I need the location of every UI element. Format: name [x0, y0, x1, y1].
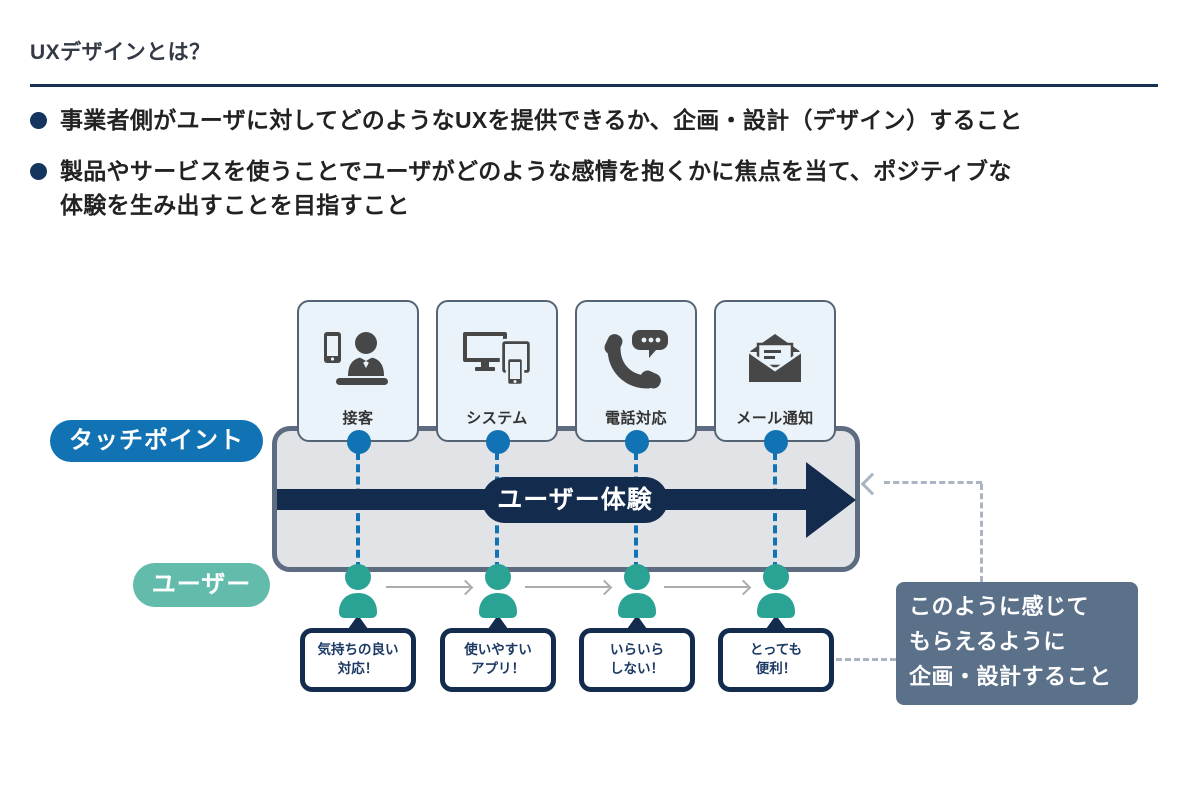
- dashed-connector-line: [773, 452, 777, 570]
- feeling-bubble-text: とっても 便利！: [723, 633, 829, 687]
- mail-icon: [739, 302, 811, 407]
- experience-arrow-head: [806, 462, 856, 538]
- feeling-bubble: とっても 便利！: [718, 615, 834, 692]
- dashed-connector-line: [356, 452, 360, 570]
- connector-dot: [625, 430, 649, 454]
- feeling-bubble: 使いやすい アプリ！: [440, 615, 556, 692]
- feeling-bubble-text: 気持ちの良い 対応！: [305, 633, 411, 687]
- connector-dot: [347, 430, 371, 454]
- title-underline: [30, 84, 1158, 87]
- user-pill-label: ユーザー: [133, 563, 270, 607]
- bullet-text: 事業者側がユーザに対してどのようなUXを提供できるか、企画・設計（デザイン）する…: [60, 107, 1023, 133]
- user-flow-arrow: [664, 586, 748, 588]
- connector-dot: [486, 430, 510, 454]
- touchpoint-card-mail: メール通知: [714, 300, 836, 442]
- user-person-icon: [752, 562, 800, 625]
- touchpoint-card-label: システム: [466, 410, 528, 427]
- touchpoint-pill-label: タッチポイント: [50, 420, 263, 462]
- touchpoint-card-system: システム: [436, 300, 558, 442]
- touchpoint-card-label: 電話対応: [604, 410, 667, 427]
- bullet-list: 事業者側がユーザに対してどのようなUXを提供できるか、企画・設計（デザイン）する…: [30, 103, 1175, 239]
- user-flow-arrow: [386, 586, 470, 588]
- bullet-item: 製品やサービスを使うことでユーザがどのような感情を抱くかに焦点を当て、ポジティブ…: [30, 154, 1175, 222]
- touchpoint-card-phone: 電話対応: [575, 300, 697, 442]
- user-person-icon: [613, 562, 661, 625]
- dashed-feedback-line: [980, 484, 983, 582]
- design-note-box: このように感じて もらえるように 企画・設計すること: [896, 582, 1138, 705]
- dashed-feedback-line: [884, 481, 982, 484]
- dashed-feedback-line: [836, 658, 896, 661]
- page-title: UXデザインとは？: [30, 41, 211, 64]
- connector-dot: [764, 430, 788, 454]
- feeling-bubble-text: 使いやすい アプリ！: [445, 633, 551, 687]
- touchpoint-card-label: 接客: [342, 410, 374, 427]
- experience-label: ユーザー体験: [482, 477, 668, 523]
- feeling-bubble: 気持ちの良い 対応！: [300, 615, 416, 692]
- bullet-item: 事業者側がユーザに対してどのようなUXを提供できるか、企画・設計（デザイン）する…: [30, 103, 1175, 137]
- user-flow-arrow: [525, 586, 609, 588]
- bullet-dot-icon: [30, 163, 47, 180]
- feeling-bubble: いらいら しない！: [579, 615, 695, 692]
- bullet-dot-icon: [30, 112, 47, 129]
- touchpoint-card-label: メール通知: [736, 410, 814, 427]
- user-person-icon: [474, 562, 522, 625]
- user-person-icon: [334, 562, 382, 625]
- bullet-text: 製品やサービスを使うことでユーザがどのような感情を抱くかに焦点を当て、ポジティブ…: [60, 158, 1012, 218]
- devices-icon: [461, 302, 533, 407]
- feedback-arrowhead-icon: [860, 472, 884, 496]
- phone-call-icon: [600, 302, 672, 407]
- touchpoint-card-reception: 接客: [297, 300, 419, 442]
- receptionist-icon: [322, 302, 394, 407]
- feeling-bubble-text: いらいら しない！: [584, 633, 690, 687]
